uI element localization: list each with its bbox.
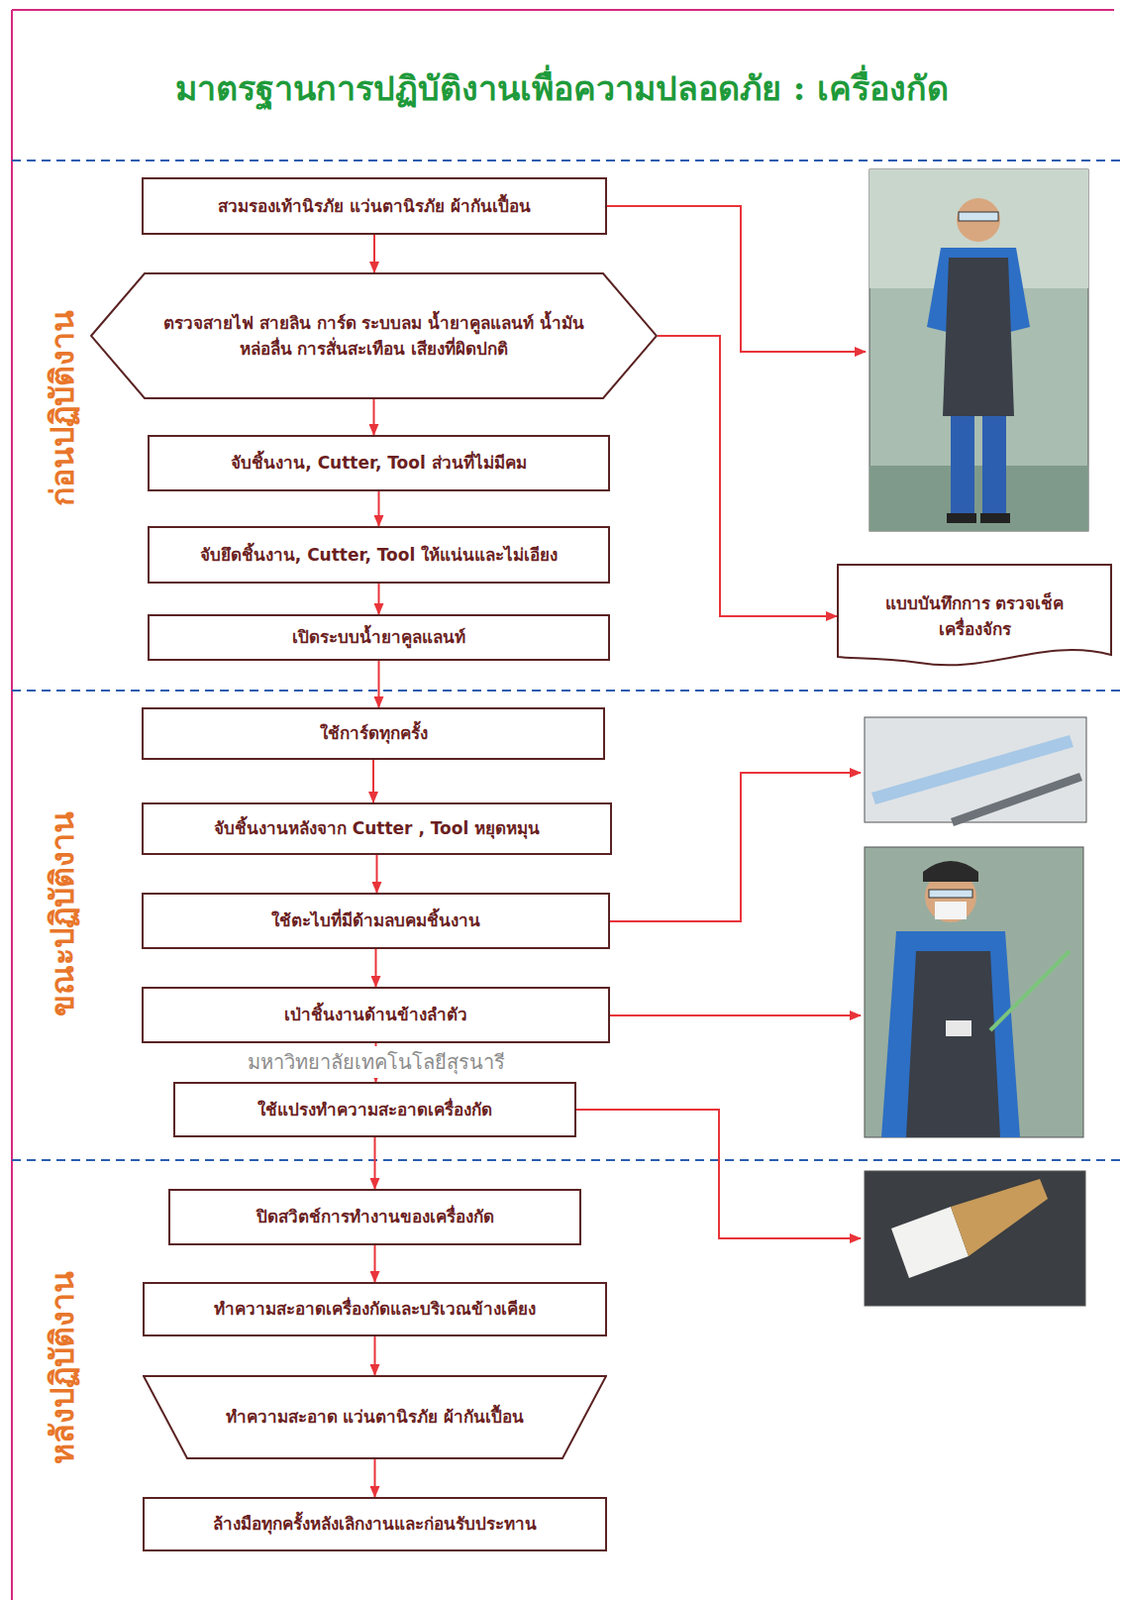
- node-text: ทำความสะอาด แว่นตานิรภัย ผ้ากันเปื้อน: [225, 1403, 525, 1430]
- photo-brush: [864, 1170, 1086, 1306]
- process-box: เป่าชิ้นงานด้านข้างลำตัว: [141, 986, 611, 1043]
- flow-arrow: [376, 854, 379, 893]
- photo-file-tools: [864, 716, 1087, 826]
- process-box: ปิดสวิตช์การทำงานของเครื่องกัด: [168, 1188, 582, 1245]
- flow-arrow: [657, 335, 837, 616]
- frame-line: [11, 8, 1115, 11]
- flow-arrow: [375, 948, 378, 987]
- section-divider: [11, 159, 1124, 162]
- flow-arrow: [378, 660, 381, 708]
- process-box: เปิดระบบน้ำยาคูลแลนท์: [147, 613, 611, 661]
- process-box: ใช้ตะไบที่มีด้ามลบคมชิ้นงาน: [141, 892, 611, 949]
- frame-line: [10, 9, 13, 1600]
- node-text: ใช้แปรงทำความสะอาดเครื่องกัด: [257, 1096, 493, 1123]
- flow-arrow: [373, 399, 376, 435]
- node-text: เปิดระบบน้ำยาคูลแลนท์: [292, 623, 466, 650]
- node-text: แบบบันทึกการ ตรวจเช็คเครื่องจักร: [852, 590, 1097, 643]
- node-text: เป่าชิ้นงานด้านข้างลำตัว: [284, 1001, 468, 1027]
- section-divider: [11, 689, 1124, 692]
- process-box: ทำความสะอาดเครื่องกัดและบริเวณข้างเคียง: [142, 1281, 608, 1336]
- photo-worker-mask: [864, 846, 1084, 1137]
- node-text: ทำความสะอาดเครื่องกัดและบริเวณข้างเคียง: [213, 1295, 536, 1322]
- flow-arrow: [374, 1458, 377, 1497]
- node-text: จับชิ้นงานหลังจาก Cutter , Tool หยุดหมุน: [213, 815, 540, 841]
- manual-operation-trapezoid: ทำความสะอาด แว่นตานิรภัย ผ้ากันเปื้อน: [142, 1374, 608, 1459]
- node-text: ใช้ตะไบที่มีด้ามลบคมชิ้นงาน: [271, 907, 481, 933]
- node-text: ใช้การ์ดทุกครั้ง: [319, 719, 428, 746]
- watermark-text: มหาวิทยาลัยเทคโนโลยีสุรนารี: [241, 1045, 511, 1078]
- document-shape: แบบบันทึกการ ตรวจเช็คเครื่องจักร: [836, 563, 1113, 669]
- flow-arrow: [373, 234, 376, 273]
- flow-arrow: [372, 759, 375, 803]
- node-text: ปิดสวิตช์การทำงานของเครื่องกัด: [256, 1203, 495, 1229]
- flow-arrow: [374, 1244, 377, 1282]
- process-box: จับชิ้นงาน, Cutter, Tool ส่วนที่ไม่มีคม: [147, 434, 611, 492]
- process-box: จับชิ้นงานหลังจาก Cutter , Tool หยุดหมุน: [141, 802, 613, 855]
- flow-arrow: [374, 1136, 377, 1189]
- leader-line: [610, 1014, 861, 1017]
- flow-arrow: [378, 583, 381, 614]
- process-box: สวมรองเท้านิรภัย แว่นตานิรภัย ผ้ากันเปื้…: [141, 177, 608, 235]
- process-box: จับยึดชิ้นงาน, Cutter, Tool ให้แน่นและไม…: [147, 525, 611, 584]
- flow-arrow: [374, 1335, 377, 1375]
- photo-worker-ppe: [869, 169, 1089, 531]
- process-box: ใช้แปรงทำความสะอาดเครื่องกัด: [173, 1081, 577, 1137]
- flow-arrow: [378, 491, 381, 526]
- shape-outline: [836, 563, 1113, 669]
- section-label: หลังปฏิบัติงาน: [36, 1270, 88, 1464]
- node-text: จับชิ้นงาน, Cutter, Tool ส่วนที่ไม่มีคม: [230, 449, 526, 476]
- section-label: ขณะปฏิบัติงาน: [36, 811, 88, 1017]
- title: มาตรฐานการปฏิบัติงานเพื่อความปลอดภัย : เ…: [0, 61, 1124, 115]
- node-text: ตรวจสายไฟ สายลิน การ์ด ระบบลม น้ำยาคูลแล…: [161, 309, 587, 363]
- process-box: ล้างมือทุกครั้งหลังเลิกงานและก่อนรับประท…: [142, 1496, 608, 1551]
- node-text: ล้างมือทุกครั้งหลังเลิกงานและก่อนรับประท…: [212, 1510, 537, 1536]
- node-text: จับยึดชิ้นงาน, Cutter, Tool ให้แน่นและไม…: [200, 541, 558, 568]
- section-divider: [11, 1158, 1124, 1161]
- section-label: ก่อนปฏิบัติงาน: [36, 309, 88, 507]
- process-box: ใช้การ์ดทุกครั้ง: [141, 707, 606, 760]
- leader-line: [576, 1109, 861, 1238]
- node-text: สวมรองเท้านิรภัย แว่นตานิรภัย ผ้ากันเปื้…: [217, 193, 531, 219]
- preparation-hexagon: ตรวจสายไฟ สายลิน การ์ด ระบบลม น้ำยาคูลแล…: [90, 272, 658, 400]
- shape-outline: [90, 272, 658, 400]
- leader-line: [610, 772, 861, 921]
